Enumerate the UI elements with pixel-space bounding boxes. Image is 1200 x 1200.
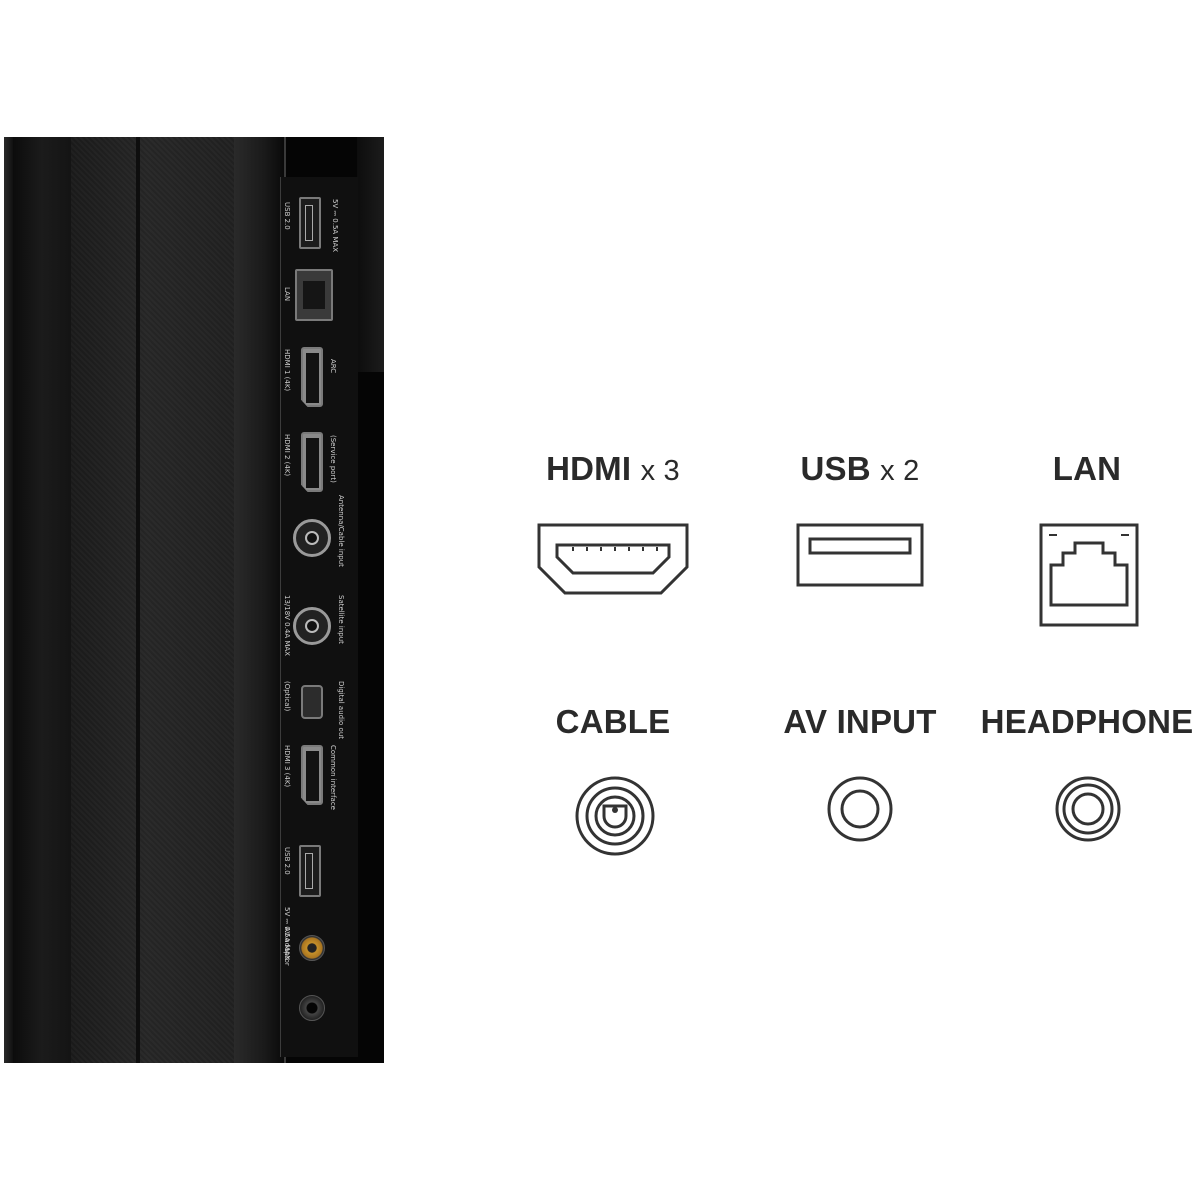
ci-slot-label: Common interface <box>329 745 337 810</box>
usb-label: USB <box>800 450 871 487</box>
headphone-label: HEADPHONE <box>980 703 1194 740</box>
av-input-icon <box>827 776 893 842</box>
antenna-port <box>293 519 331 557</box>
tv-back-panel <box>71 137 261 1063</box>
av-adaptor-port <box>299 935 325 961</box>
hdmi-port-2 <box>301 432 323 492</box>
av-input-title: AV INPUT <box>740 703 980 741</box>
satellite-port-rating: 13/18V 0.4A MAX <box>283 595 291 656</box>
hdmi-port-1 <box>301 347 323 407</box>
satellite-port-label: Satellite input <box>337 595 345 644</box>
hdmi-icon <box>537 523 689 595</box>
optical-port-label: Digital audio out <box>337 681 345 740</box>
optical-port-sublabel: (Optical) <box>283 681 291 712</box>
lan-title: LAN <box>967 450 1200 488</box>
hdmi-port-2-sublabel: (Service port) <box>329 435 337 483</box>
hdmi-port-1-sublabel: ARC <box>329 359 337 374</box>
lan-label: LAN <box>1052 450 1122 487</box>
antenna-port-label: Antenna/Cable input <box>337 495 345 567</box>
lan-icon <box>1039 523 1139 627</box>
av-adaptor-label: AV adaptor <box>283 927 291 966</box>
hdmi-multiplier: x 3 <box>640 455 680 487</box>
usb-port-1-label: USB 2.0 <box>283 202 291 230</box>
headphone-title: HEADPHONE <box>967 703 1200 741</box>
hdmi-label: HDMI <box>546 450 632 487</box>
usb-port-1-rating: 5V ⎓ 0.5A MAX <box>331 199 339 253</box>
hdmi-port-1-label: HDMI 1 (4K) <box>283 349 291 392</box>
usb-icon <box>796 523 924 587</box>
usb-multiplier: x 2 <box>880 455 920 487</box>
tv-bezel-strip <box>13 137 71 1063</box>
usb-port-1 <box>299 197 321 249</box>
av-input-label: AV INPUT <box>783 703 937 740</box>
hdmi-port-3 <box>301 745 323 805</box>
port-panel: USB 2.0 5V ⎓ 0.5A MAX LAN HDMI 1 (4K) AR… <box>280 177 358 1057</box>
usb-port-2-label: USB 2.0 <box>283 847 291 875</box>
headphone-icon <box>1055 776 1121 842</box>
tv-glossy-edge <box>357 137 384 372</box>
tv-back-photo: USB 2.0 5V ⎓ 0.5A MAX LAN HDMI 1 (4K) AR… <box>4 137 384 1063</box>
hdmi-port-2-label: HDMI 2 (4K) <box>283 434 291 477</box>
hdmi-port-3-label: HDMI 3 (4K) <box>283 745 291 788</box>
tv-panel-curve <box>234 137 286 1063</box>
cable-icon <box>575 776 655 856</box>
satellite-port <box>293 607 331 645</box>
headphone-port <box>299 995 325 1021</box>
cable-title: CABLE <box>493 703 733 741</box>
usb-title: USB x 2 <box>740 450 980 488</box>
lan-port <box>295 269 333 321</box>
cable-label: CABLE <box>555 703 671 740</box>
tv-outer-edge <box>4 137 13 1063</box>
optical-port <box>301 685 323 719</box>
usb-port-2 <box>299 845 321 897</box>
tv-panel-seam <box>136 137 140 1063</box>
lan-port-label: LAN <box>283 287 291 302</box>
hdmi-title: HDMI x 3 <box>493 450 733 488</box>
